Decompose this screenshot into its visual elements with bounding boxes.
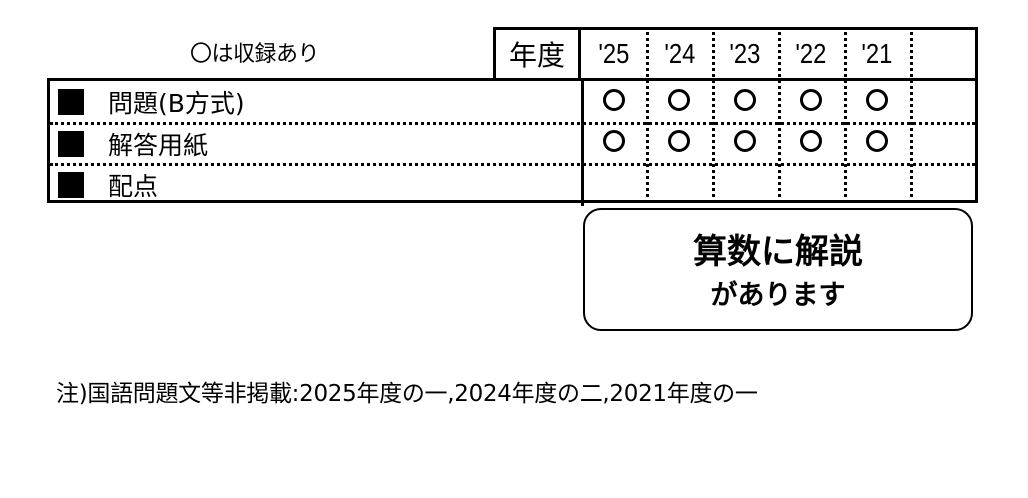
legend-text: 〇は収録あり <box>190 42 320 67</box>
explanation-notice-box: 算数に解説 があります <box>583 208 973 331</box>
circle-mark-icon <box>603 89 625 111</box>
circle-mark-icon <box>734 130 756 152</box>
table-row-answer-sheet: 解答用紙 <box>50 122 975 163</box>
circle-mark-icon <box>603 130 625 152</box>
row-label: 解答用紙 <box>108 131 209 160</box>
circle-mark-icon <box>734 89 756 111</box>
square-bullet-icon <box>58 131 84 157</box>
circle-mark-icon <box>668 130 690 152</box>
column-divider <box>844 27 847 203</box>
column-divider <box>646 27 649 203</box>
column-divider <box>778 27 781 203</box>
label-column-divider <box>581 81 584 206</box>
circle-mark-icon <box>668 89 690 111</box>
year-empty <box>914 30 970 78</box>
year-2023: '23 <box>729 38 761 69</box>
square-bullet-icon <box>58 88 84 115</box>
circle-mark-icon <box>800 89 822 111</box>
table-row-problems: 問題(B方式) <box>50 81 975 122</box>
circle-mark-icon <box>866 130 888 152</box>
table-row-points: 配点 <box>50 163 975 203</box>
circle-mark-icon <box>800 130 822 152</box>
year-2022: '22 <box>795 38 827 69</box>
circle-mark-icon <box>866 89 888 111</box>
row-label: 問題(B方式) <box>108 88 245 118</box>
year-2024: '24 <box>663 38 696 69</box>
footnote: 注)国語問題文等非掲載:2025年度の一,2024年度の二,2021年度の一 <box>56 381 758 407</box>
square-bullet-icon <box>58 171 84 198</box>
year-2025: '25 <box>598 38 630 69</box>
notice-line-2: があります <box>710 280 846 311</box>
column-divider <box>910 27 913 203</box>
notice-line-1: 算数に解説 <box>693 232 863 272</box>
nendo-label: 年度 <box>508 39 565 72</box>
year-2021: '21 <box>861 38 893 69</box>
row-label: 配点 <box>108 171 159 201</box>
year-header-label: 年度 <box>493 27 581 78</box>
contents-table: 問題(B方式) 解答用紙 配点 <box>47 78 978 206</box>
column-divider <box>712 27 715 203</box>
